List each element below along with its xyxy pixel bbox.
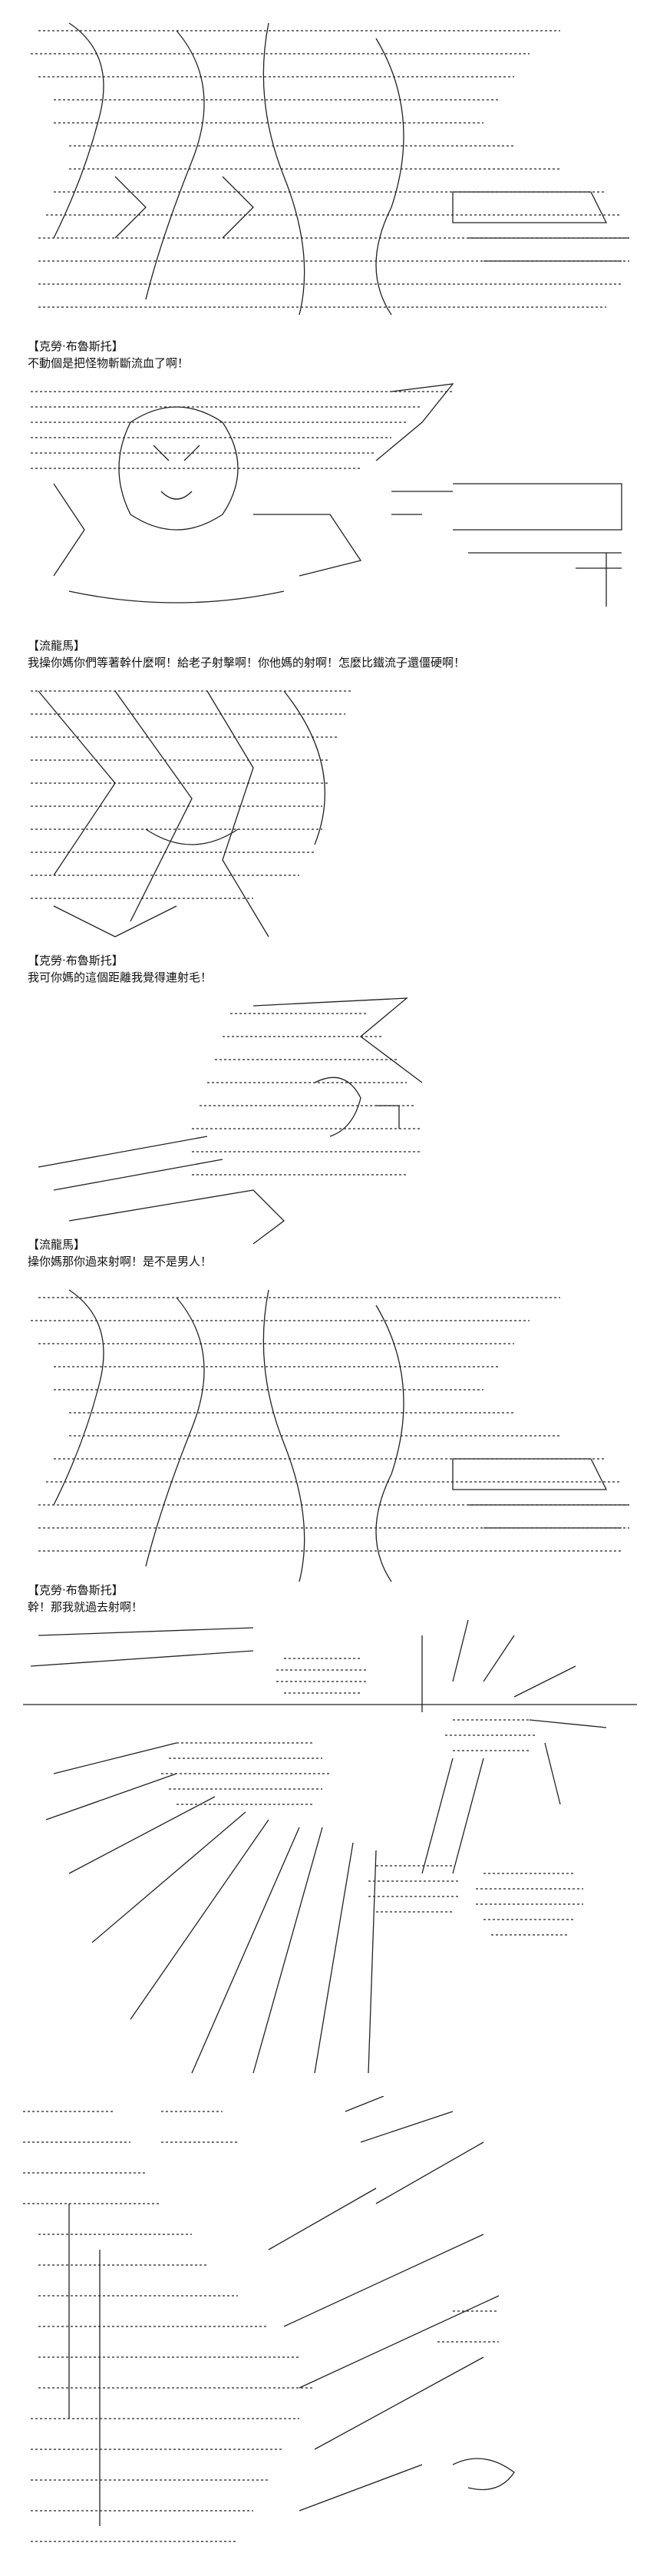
- ascii-art-panel-7: [23, 2096, 637, 2564]
- ascii-art-panel-2: [23, 376, 637, 637]
- dialogue-text: 操你媽那你過來射啊！是不是男人！: [28, 1255, 213, 1268]
- ascii-art-panel-6: [23, 1620, 637, 2081]
- speaker-label: 【克勞·布魯斯托】: [28, 339, 124, 353]
- speaker-label: 【克勞·布魯斯托】: [28, 1583, 124, 1597]
- speaker-label: 【流龍馬】: [28, 639, 86, 653]
- dialogue-2: 【流龍馬】 我操你媽你們等著幹什麼啊！給老子射擊啊！你他媽的射啊！怎麼比鐵流子還…: [28, 637, 634, 671]
- ascii-art-panel-1: [23, 8, 637, 330]
- speaker-label: 【克勞·布魯斯托】: [28, 954, 124, 967]
- dialogue-text: 幹！那我就過去射啊！: [28, 1600, 144, 1614]
- ascii-art-panel-3: [23, 676, 637, 960]
- dialogue-4: 【流龍馬】 操你媽那你過來射啊！是不是男人！: [28, 1236, 634, 1270]
- ascii-art-panel-5: [23, 1275, 637, 1597]
- dialogue-5: 【克勞·布魯斯托】 幹！那我就過去射啊！: [28, 1582, 634, 1615]
- dialogue-1: 【克勞·布魯斯托】 不動個是把怪物斬斷流血了啊！: [28, 338, 634, 372]
- dialogue-text: 不動個是把怪物斬斷流血了啊！: [28, 356, 190, 370]
- dialogue-3: 【克勞·布魯斯托】 我可你媽的這個距離我覺得連射毛！: [28, 952, 634, 986]
- dialogue-text: 我可你媽的這個距離我覺得連射毛！: [28, 971, 213, 984]
- ascii-art-panel-4: [23, 990, 637, 1252]
- dialogue-text: 我操你媽你們等著幹什麼啊！給老子射擊啊！你他媽的射啊！怎麼比鐵流子還僵硬啊！: [28, 656, 466, 670]
- speaker-label: 【流龍馬】: [28, 1238, 86, 1252]
